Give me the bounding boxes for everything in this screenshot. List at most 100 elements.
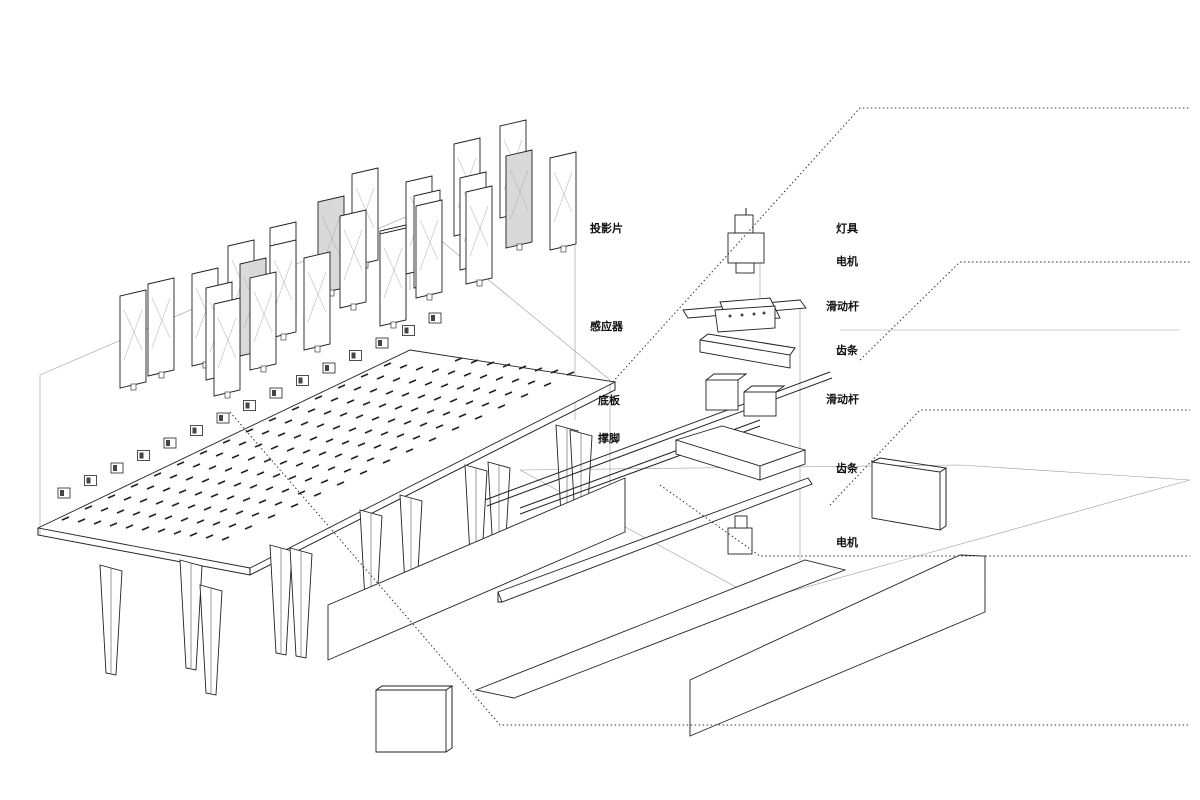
- hole: [205, 534, 214, 539]
- hole: [297, 490, 306, 495]
- hole: [346, 399, 355, 404]
- slide-detail: [253, 291, 273, 333]
- sensor-lens: [245, 402, 250, 409]
- hole: [256, 471, 265, 476]
- hole: [410, 407, 419, 412]
- hole: [440, 383, 449, 388]
- slide-detail: [383, 247, 403, 289]
- hole: [268, 417, 277, 422]
- hole: [435, 424, 444, 429]
- slide-detail: [469, 205, 489, 247]
- hole: [518, 365, 527, 370]
- slide-detail: [307, 271, 327, 313]
- hole: [189, 532, 198, 537]
- hole: [472, 387, 481, 392]
- hole: [408, 379, 417, 384]
- slide-tab: [314, 345, 321, 353]
- hole: [196, 519, 205, 524]
- slide-tab: [158, 371, 165, 379]
- hole: [334, 453, 343, 458]
- hole: [502, 363, 511, 368]
- hole: [290, 503, 299, 508]
- slide-detail: [123, 309, 143, 361]
- slide-detail: [419, 219, 439, 261]
- hole: [307, 408, 316, 413]
- hole: [481, 402, 490, 407]
- sensor-lens: [192, 427, 197, 434]
- hole: [244, 525, 253, 530]
- slide-panel: [147, 277, 175, 377]
- hole: [396, 433, 405, 438]
- hole: [359, 470, 368, 475]
- hole: [383, 362, 392, 367]
- hole: [456, 385, 465, 390]
- hole: [125, 524, 134, 529]
- hole: [274, 501, 283, 506]
- hole: [369, 388, 378, 393]
- projection-slides: [119, 119, 577, 399]
- hole: [203, 506, 212, 511]
- hole: [226, 495, 235, 500]
- hole: [233, 482, 242, 487]
- hole: [270, 445, 279, 450]
- base-board: [36, 349, 617, 576]
- slide-detail: [553, 171, 573, 223]
- hole: [389, 446, 398, 451]
- label-slide-rod-mid: 滑动杆: [826, 392, 859, 406]
- enclosure-panels: [327, 457, 986, 753]
- slide-panel: [549, 151, 577, 251]
- hole: [84, 505, 93, 510]
- slide-detail: [419, 219, 439, 271]
- label-gear-rack-mid: 齿条: [836, 461, 859, 475]
- hole: [454, 357, 463, 362]
- hole: [148, 513, 157, 518]
- slide-panel: [465, 185, 493, 285]
- hole: [337, 384, 346, 389]
- hole: [258, 499, 267, 504]
- hole: [153, 472, 162, 477]
- hole: [132, 511, 141, 516]
- hole: [116, 509, 125, 514]
- hole: [325, 438, 334, 443]
- hole: [405, 448, 414, 453]
- hole: [187, 504, 196, 509]
- hole: [302, 449, 311, 454]
- hole: [251, 512, 260, 517]
- hole: [348, 427, 357, 432]
- hole: [399, 364, 408, 369]
- hole: [373, 444, 382, 449]
- hole: [424, 381, 433, 386]
- label-slide-rod-top: 滑动杆: [826, 299, 859, 313]
- hole: [286, 447, 295, 452]
- hole: [332, 425, 341, 430]
- hole: [433, 396, 442, 401]
- hole: [192, 463, 201, 468]
- hole: [201, 478, 210, 483]
- hole: [155, 500, 164, 505]
- hole: [470, 359, 479, 364]
- hole: [428, 437, 437, 442]
- hole: [164, 515, 173, 520]
- sensor-lens: [219, 415, 223, 421]
- hole: [254, 443, 263, 448]
- hole: [534, 367, 543, 372]
- hole: [380, 431, 389, 436]
- hole: [212, 521, 221, 526]
- sensor-row: [57, 312, 442, 499]
- slide-tab: [130, 383, 137, 391]
- hole: [412, 435, 421, 440]
- hole: [199, 450, 208, 455]
- hole: [180, 517, 189, 522]
- sensor-lens: [86, 477, 91, 484]
- hole: [330, 397, 339, 402]
- hole: [543, 382, 552, 387]
- hole: [520, 393, 529, 398]
- hole: [77, 518, 86, 523]
- hole: [228, 523, 237, 528]
- hole: [385, 390, 394, 395]
- hole: [245, 428, 254, 433]
- hole: [378, 403, 387, 408]
- hole: [336, 481, 345, 486]
- slide-detail: [321, 215, 341, 257]
- slide-detail: [273, 259, 293, 301]
